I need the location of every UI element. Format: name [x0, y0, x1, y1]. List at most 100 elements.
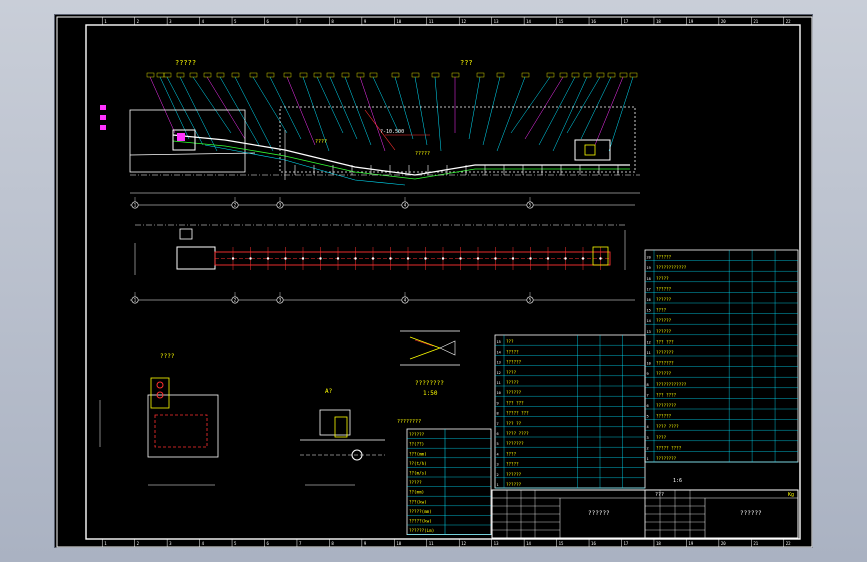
- title-page-tag: 1:6: [673, 478, 682, 484]
- axis-bubble: [131, 201, 139, 209]
- table-row-text: ????: [656, 435, 667, 440]
- grade-label: ?-10.500: [380, 129, 404, 135]
- leader-line: [434, 76, 442, 152]
- title-block: ?????? ?????? ??? Kg 1:6: [491, 478, 799, 539]
- table-row-text: ??????: [656, 318, 672, 323]
- tick-label-bottom: 2: [137, 541, 140, 546]
- leader-line: [219, 76, 260, 146]
- leader-line: [206, 76, 246, 140]
- table-row-text: ????????: [656, 403, 677, 408]
- tick-label-top: 5: [234, 19, 237, 24]
- leader-tag: [249, 72, 258, 78]
- leader-tag: [326, 72, 335, 78]
- plan-node: [371, 257, 375, 260]
- tick-label-bottom: 10: [396, 541, 401, 546]
- bom-table-right: ??????20????????????19?????18??????17???…: [644, 249, 799, 463]
- plan-node: [459, 257, 462, 260]
- leader-tag: [163, 72, 172, 78]
- plan-node: [494, 257, 497, 260]
- leader-tag: [216, 72, 225, 78]
- table-row-number: 12: [497, 371, 501, 375]
- leader-line: [594, 76, 624, 146]
- table-row-number: 9: [647, 372, 649, 376]
- table-row-text: ??? ???: [656, 339, 674, 344]
- leader-line: [234, 76, 274, 152]
- table-row-text: ?????: [656, 276, 669, 281]
- leader-tag: [391, 72, 400, 78]
- leader-line: [149, 76, 176, 134]
- param-row-text: ??(mm): [409, 490, 424, 495]
- tick-label-top: 2: [137, 19, 140, 24]
- leader-line: [344, 76, 372, 146]
- tick-label-bottom: 19: [688, 541, 693, 546]
- axis-bubble-label: 5: [529, 203, 532, 208]
- leader-tag: [176, 72, 185, 78]
- table-row-number: 1: [497, 483, 499, 487]
- tick-label-bottom: 13: [494, 541, 499, 546]
- detail-view-title: ????: [160, 353, 175, 360]
- leader-tag: [231, 72, 240, 78]
- tick-label-bottom: 17: [624, 541, 629, 546]
- leader-line: [468, 76, 481, 140]
- table-row-number: 5: [647, 415, 649, 419]
- leader-line: [159, 76, 190, 140]
- table-row-text: ???: [506, 339, 514, 344]
- table-row-text: ??????: [506, 360, 522, 365]
- table-row-number: 11: [647, 351, 651, 355]
- elevation-title: ???: [460, 59, 473, 67]
- plan-node: [546, 257, 550, 260]
- param-row-text: ??????: [409, 432, 425, 437]
- table-row-number: 7: [497, 422, 499, 426]
- inner-frame: [85, 24, 801, 540]
- tag-top: ?????: [415, 151, 430, 157]
- axis-bubble-label: 5: [529, 298, 532, 303]
- axis-bubble-label: 3: [279, 298, 282, 303]
- axis-bubble-label: 4: [404, 203, 407, 208]
- table-row-number: 12: [647, 340, 651, 344]
- tick-label-bottom: 7: [299, 541, 302, 546]
- table-row-text: ???????: [656, 350, 674, 355]
- leader-line: [316, 76, 344, 134]
- leader-line: [372, 76, 400, 134]
- axis-bubble-label: 3: [279, 203, 282, 208]
- leader-line: [192, 76, 232, 134]
- tick-label-bottom: 20: [721, 541, 726, 546]
- title-right-name: ??????: [740, 510, 762, 517]
- axis-bubble: [401, 296, 409, 304]
- table-row-number: 17: [647, 287, 651, 291]
- tick-label-bottom: 6: [267, 541, 270, 546]
- plan-node: [476, 257, 480, 260]
- table-row-text: ??? ???: [506, 400, 524, 405]
- inset-detail: ???????? 1:50: [400, 330, 460, 397]
- title-drawing-no: ???: [655, 492, 664, 498]
- lower-left-detail: ????: [99, 353, 219, 486]
- leader-tag: [431, 72, 440, 78]
- leader-tag: [476, 72, 485, 78]
- border-ticks: 1122334455667788991010111112121313141415…: [101, 17, 791, 547]
- leader-line: [179, 76, 218, 152]
- table-row-text: ????? ???: [506, 411, 529, 416]
- table-row-number: 4: [497, 452, 499, 456]
- tick-label-top: 11: [429, 19, 434, 24]
- table-row-text: ??????: [506, 472, 522, 477]
- tick-label-bottom: 8: [331, 541, 334, 546]
- param-row-text: ?????(kw): [409, 519, 432, 524]
- axis-bubble: [401, 201, 409, 209]
- axis-bubble-label: 2: [234, 203, 237, 208]
- table-row-number: 3: [497, 463, 499, 467]
- leader-line: [414, 76, 428, 146]
- outer-frame: [56, 16, 813, 548]
- leader-tag: [451, 72, 460, 78]
- tick-label-top: 20: [721, 19, 726, 24]
- tick-label-top: 8: [331, 19, 334, 24]
- tick-label-bottom: 16: [591, 541, 596, 546]
- table-row-text: ??????: [656, 371, 672, 376]
- tick-label-top: 16: [591, 19, 596, 24]
- leader-line: [538, 76, 576, 146]
- plan-node: [354, 257, 357, 260]
- elevation-view: ?-10.500 ????? ????: [129, 106, 640, 194]
- leader-line: [359, 76, 386, 152]
- tick-label-bottom: 1: [104, 541, 107, 546]
- tick-label-top: 17: [624, 19, 629, 24]
- table-row-text: ??????: [656, 286, 672, 291]
